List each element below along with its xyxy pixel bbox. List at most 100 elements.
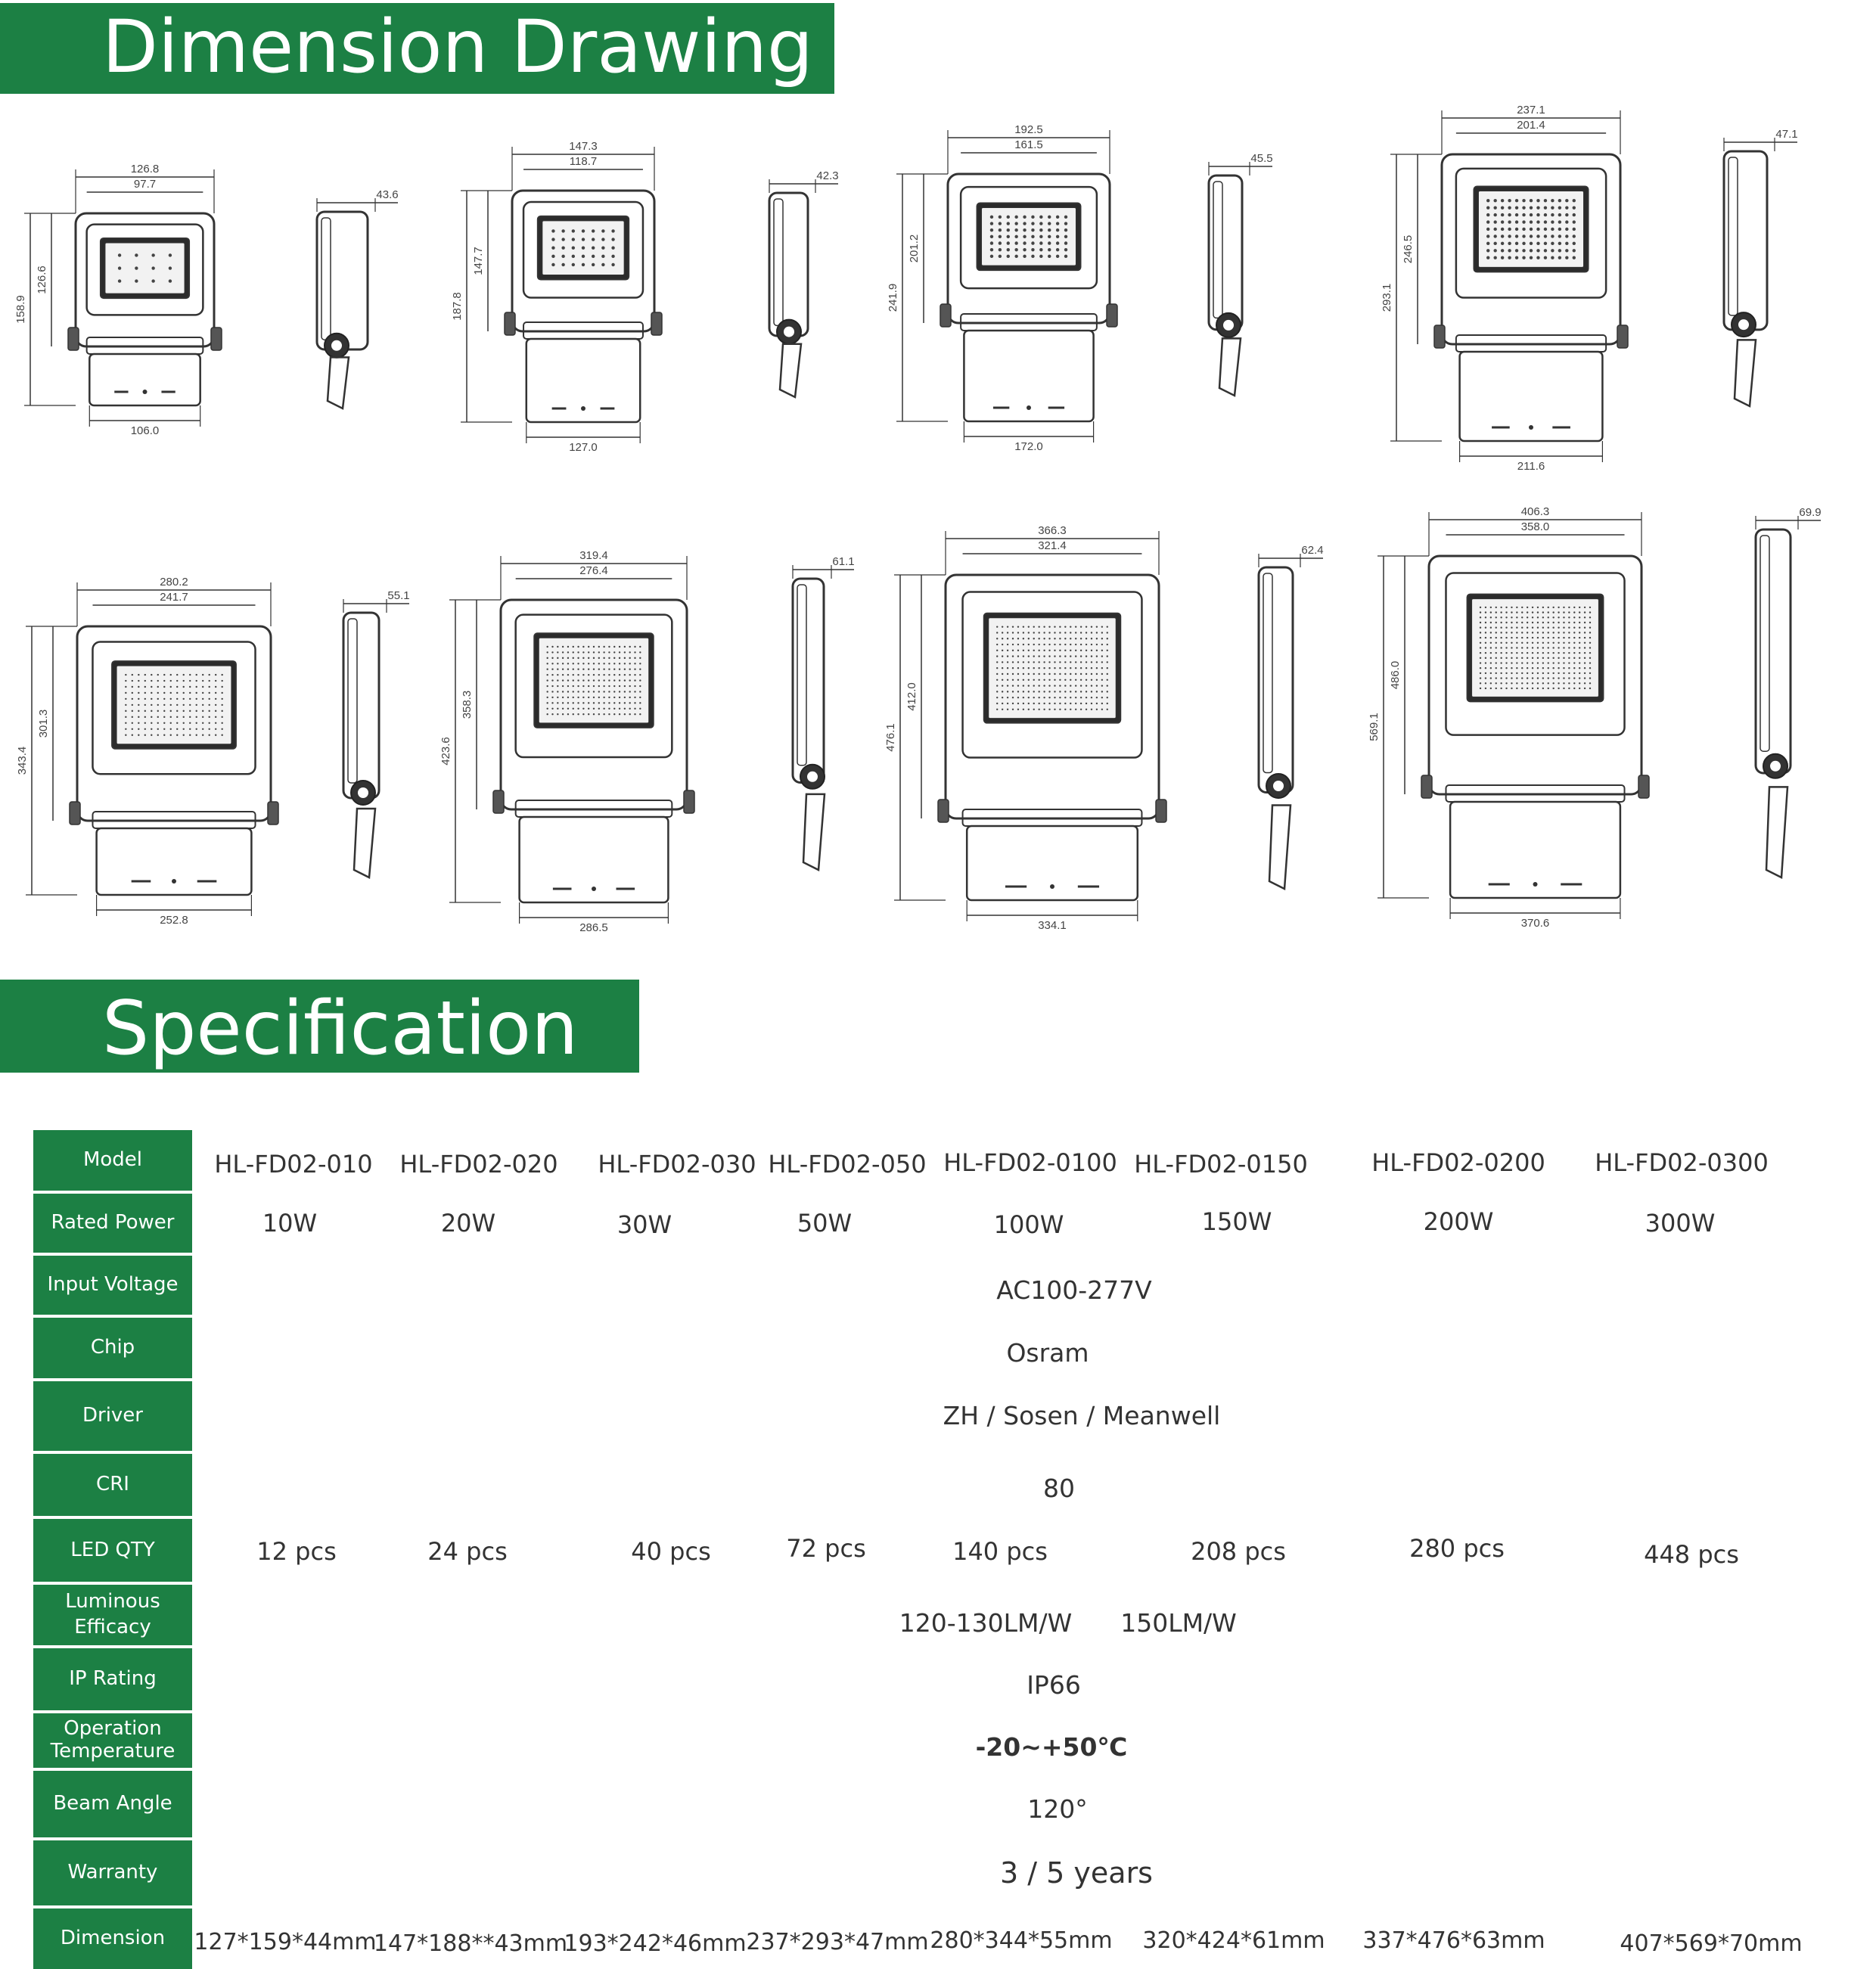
side-dimension: 43.6 [376, 188, 398, 201]
warranty-value: 3 / 5 years [1000, 1856, 1153, 1890]
top-outer-dimension: 366.3 [1038, 524, 1067, 537]
dimension-cell: 147*188**43mm [373, 1930, 568, 1957]
model-cell: HL-FD02-0100 [943, 1148, 1117, 1177]
label-model: Model [33, 1130, 192, 1191]
luminous-efficacy-standard: 120-130LM/W [899, 1608, 1073, 1638]
side-view-5: 55.1 [342, 589, 410, 879]
side-dimension: 55.1 [387, 589, 409, 602]
left-outer-dimension: 569.1 [1368, 713, 1381, 741]
left-inner-dimension: 412.0 [905, 682, 918, 711]
label-input-voltage: Input Voltage [33, 1256, 192, 1315]
top-inner-dimension: 118.7 [570, 155, 597, 168]
dimension-cell: 337*476*63mm [1362, 1927, 1545, 1954]
left-inner-dimension: 147.7 [472, 247, 485, 275]
model-cell: HL-FD02-0300 [1595, 1148, 1769, 1177]
left-inner-dimension: 301.3 [37, 710, 50, 738]
led-qty-cell: 140 pcs [952, 1537, 1048, 1566]
led-qty-cell: 12 pcs [256, 1537, 337, 1566]
top-outer-dimension: 319.4 [579, 549, 608, 562]
top-outer-dimension: 237.1 [1517, 104, 1545, 116]
label-warranty: Warranty [33, 1840, 192, 1905]
left-inner-dimension: 126.6 [36, 266, 48, 294]
left-inner-dimension: 486.0 [1389, 661, 1402, 690]
dimension-cell: 127*159*44mm [194, 1929, 377, 1955]
dimension-cell: 193*242*46mm [564, 1930, 747, 1957]
left-outer-dimension: 187.8 [451, 292, 464, 321]
bottom-dimension: 286.5 [579, 921, 608, 934]
beam-angle-value: 120° [1027, 1794, 1088, 1824]
top-inner-dimension: 276.4 [579, 564, 608, 577]
rated-power-cell: 150W [1201, 1207, 1272, 1236]
label-driver: Driver [33, 1381, 192, 1451]
dimension-drawing-7: 366.3 321.4 476.1 412.0 334.1 62.4 [884, 524, 1324, 932]
side-view-4: 47.1 [1722, 128, 1798, 408]
top-outer-dimension: 406.3 [1521, 505, 1550, 518]
bottom-dimension: 106.0 [131, 424, 160, 437]
label-chip: Chip [33, 1318, 192, 1378]
label-rated-power: Rated Power [33, 1194, 192, 1253]
left-outer-dimension: 476.1 [884, 723, 897, 752]
bottom-dimension: 172.0 [1014, 440, 1043, 453]
left-outer-dimension: 241.9 [887, 284, 899, 312]
ip-rating-value: IP66 [1027, 1670, 1081, 1700]
left-inner-dimension: 358.3 [461, 691, 474, 719]
input-voltage-value: AC100-277V [996, 1275, 1152, 1305]
bottom-dimension: 334.1 [1038, 919, 1067, 932]
led-qty-cell: 40 pcs [631, 1537, 711, 1566]
side-view-3: 45.5 [1207, 152, 1273, 397]
model-cell: HL-FD02-050 [768, 1150, 927, 1179]
dimension-cell: 237*293*47mm [746, 1929, 929, 1955]
rated-power-cell: 300W [1645, 1209, 1716, 1238]
rated-power-cell: 30W [617, 1210, 672, 1239]
dimension-drawing-8: 406.3 358.0 569.1 486.0 370.6 69.9 [1368, 505, 1822, 930]
left-outer-dimension: 343.4 [16, 747, 29, 775]
label-beam-angle: Beam Angle [33, 1771, 192, 1837]
top-outer-dimension: 126.8 [131, 163, 160, 175]
dimension-cell: 407*569*70mm [1620, 1930, 1803, 1957]
chip-value: Osram [1006, 1338, 1089, 1368]
top-outer-dimension: 280.2 [160, 576, 188, 589]
rated-power-cell: 10W [262, 1209, 318, 1238]
top-inner-dimension: 201.4 [1517, 119, 1545, 132]
dimension-drawing-banner: Dimension Drawing [0, 3, 834, 94]
dimension-cell: 280*344*55mm [930, 1927, 1113, 1954]
bottom-dimension: 211.6 [1517, 460, 1545, 473]
dimension-drawings: 126.897.7158.9126.6106.043.6147.3118.718… [14, 104, 1822, 934]
left-outer-dimension: 293.1 [1381, 284, 1393, 312]
specification-banner: Specification [0, 980, 639, 1073]
model-cell: HL-FD02-010 [214, 1150, 373, 1179]
side-dimension: 62.4 [1301, 544, 1323, 557]
dimension-drawing-4: 237.1 201.4 293.1 246.5 211.6 47.1 [1381, 104, 1798, 473]
model-cell: HL-FD02-030 [598, 1150, 756, 1179]
side-dimension: 47.1 [1775, 128, 1797, 141]
label-operation-temperature: Operation Temperature [33, 1713, 192, 1768]
left-inner-dimension: 201.2 [908, 234, 921, 263]
cri-value: 80 [1043, 1474, 1075, 1503]
label-led-qty: LED QTY [33, 1519, 192, 1582]
dimension-drawing-title: Dimension Drawing [102, 5, 813, 89]
side-dimension: 42.3 [816, 169, 838, 182]
label-cri: CRI [33, 1454, 192, 1516]
bottom-dimension: 370.6 [1521, 917, 1550, 930]
side-dimension: 45.5 [1250, 152, 1272, 165]
side-view-8: 69.9 [1754, 506, 1822, 879]
specification-title: Specification [102, 986, 579, 1072]
luminous-efficacy-high: 150LM/W [1120, 1608, 1237, 1638]
led-qty-cell: 24 pcs [427, 1537, 508, 1566]
led-qty-cell: 280 pcs [1409, 1534, 1505, 1563]
top-inner-dimension: 321.4 [1038, 539, 1067, 552]
bottom-dimension: 252.8 [160, 914, 188, 927]
left-inner-dimension: 246.5 [1402, 235, 1415, 264]
model-cell: HL-FD02-0200 [1371, 1148, 1545, 1177]
side-view-2: 42.3 [768, 169, 839, 399]
rated-power-cell: 20W [440, 1209, 496, 1238]
top-inner-dimension: 358.0 [1521, 520, 1550, 533]
left-outer-dimension: 423.6 [439, 737, 452, 766]
model-cell: HL-FD02-0150 [1134, 1150, 1308, 1179]
driver-value: ZH / Sosen / Meanwell [943, 1401, 1221, 1430]
